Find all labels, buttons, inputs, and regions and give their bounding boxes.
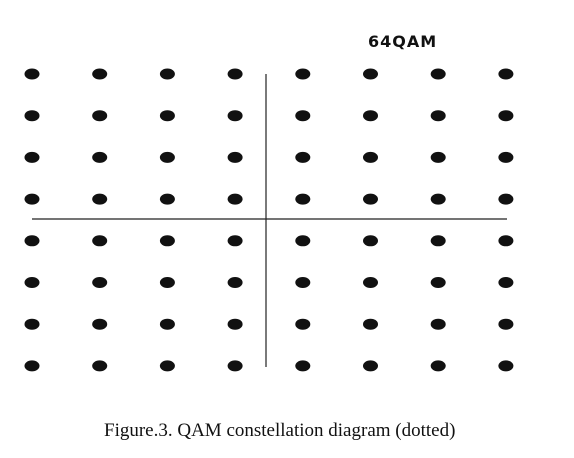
constellation-point	[159, 193, 175, 205]
constellation-point	[92, 193, 108, 205]
constellation-point	[430, 151, 446, 163]
constellation-point	[92, 277, 108, 288]
constellation-point	[159, 235, 175, 247]
constellation-point	[24, 318, 40, 330]
constellation-point	[498, 110, 514, 122]
constellation-point	[24, 110, 40, 122]
constellation-point	[295, 235, 311, 247]
constellation-point	[227, 235, 243, 247]
constellation-point	[363, 277, 378, 288]
constellation-point	[498, 318, 514, 330]
constellation-point	[92, 68, 108, 80]
constellation-point	[295, 151, 311, 163]
constellation-point	[430, 193, 446, 205]
constellation-point	[159, 318, 175, 330]
constellation-point	[430, 68, 446, 80]
constellation-point	[498, 68, 514, 80]
constellation-point	[24, 151, 40, 163]
constellation-point	[227, 277, 243, 288]
constellation-point	[92, 110, 108, 122]
constellation-point	[295, 193, 311, 205]
constellation-point	[24, 193, 40, 205]
constellation-points	[24, 68, 514, 372]
constellation-point	[430, 360, 446, 372]
constellation-point	[24, 277, 40, 288]
constellation-point	[227, 360, 243, 372]
constellation-point	[227, 68, 243, 80]
figure-caption: Figure.3. QAM constellation diagram (dot…	[104, 420, 456, 441]
constellation-point	[295, 110, 311, 122]
constellation-point	[159, 151, 175, 163]
constellation-point	[159, 360, 175, 372]
constellation-point	[295, 360, 311, 372]
constellation-point	[430, 110, 446, 122]
constellation-point	[295, 318, 311, 330]
diagram-title: 64QAM	[368, 32, 438, 51]
constellation-point	[295, 277, 311, 288]
constellation-point	[295, 68, 311, 80]
constellation-point	[24, 235, 40, 247]
constellation-point	[159, 277, 175, 288]
constellation-point	[227, 318, 243, 330]
constellation-point	[363, 68, 378, 80]
constellation-point	[159, 68, 175, 80]
constellation-point	[92, 235, 108, 247]
constellation-point	[498, 277, 514, 288]
constellation-point	[24, 360, 40, 372]
constellation-plot	[24, 68, 514, 372]
constellation-point	[498, 360, 514, 372]
constellation-point	[159, 110, 175, 122]
constellation-point	[92, 151, 108, 163]
constellation-point	[363, 360, 378, 372]
constellation-point	[430, 235, 446, 247]
constellation-point	[363, 235, 378, 247]
constellation-point	[498, 151, 514, 163]
constellation-point	[430, 318, 446, 330]
constellation-point	[363, 318, 378, 330]
constellation-point	[92, 318, 108, 330]
constellation-point	[430, 277, 446, 288]
constellation-point	[363, 151, 378, 163]
constellation-point	[227, 193, 243, 205]
constellation-point	[24, 68, 40, 80]
constellation-point	[363, 193, 378, 205]
constellation-point	[363, 110, 378, 122]
constellation-point	[227, 110, 243, 122]
constellation-point	[227, 151, 243, 163]
constellation-point	[92, 360, 108, 372]
constellation-point	[498, 193, 514, 205]
constellation-point	[498, 235, 514, 247]
